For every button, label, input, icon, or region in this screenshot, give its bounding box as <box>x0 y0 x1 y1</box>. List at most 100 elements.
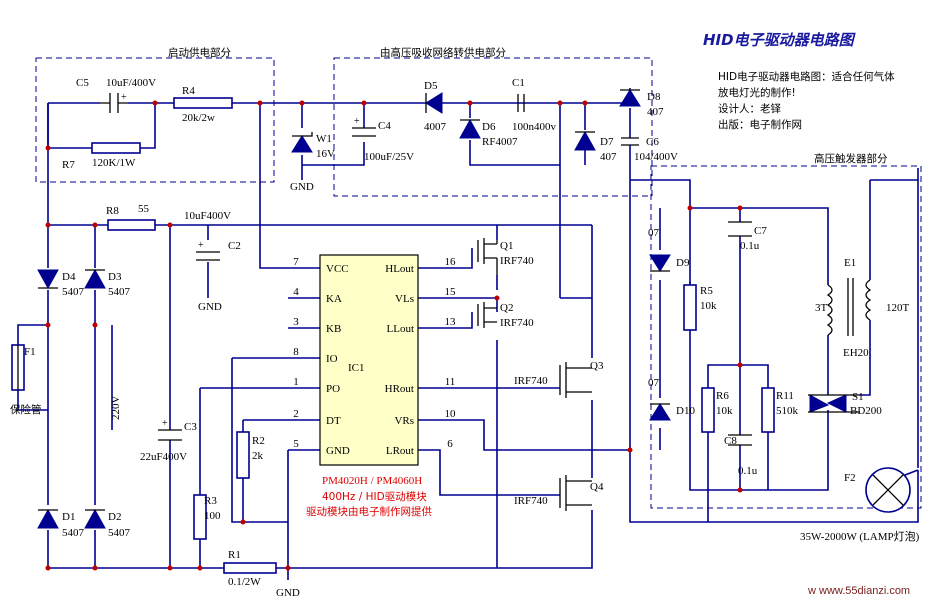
description-line-4: 出版：电子制作网 <box>718 118 802 131</box>
ic-pin-label: PO <box>326 383 340 395</box>
diode-d6 <box>459 118 481 139</box>
snubber-section-label: 由高压吸收网络转供电部分 <box>380 46 506 59</box>
capacitor-c2: + <box>196 240 220 261</box>
resistor-r3 <box>193 494 207 540</box>
c8-ref: C8 <box>724 435 737 447</box>
snubber-section-box <box>333 57 653 197</box>
diode-d10 <box>649 403 671 421</box>
junction-dots <box>45 100 743 571</box>
r1-value: 0.1/2W <box>228 576 261 588</box>
mosfet-q1 <box>477 238 498 275</box>
c2-value: 10uF400V <box>184 210 231 222</box>
ic-pin-number: 10 <box>445 408 457 420</box>
capacitor-c3: + <box>158 418 182 441</box>
c5-value: 10uF/400V <box>106 77 156 89</box>
d6-ref: D6 <box>482 121 496 133</box>
diode-d7 <box>574 130 596 151</box>
d3-value: 5407 <box>108 286 131 298</box>
lamp-label: 35W-2000W (LAMP灯泡) <box>800 529 920 543</box>
d2-value: 5407 <box>108 527 131 539</box>
ic-pin-label: HRout <box>385 383 414 395</box>
r6-value: 10k <box>716 405 733 417</box>
diagram-title: HID电子驱动器电路图 <box>703 31 857 49</box>
ic-pin-label: IO <box>326 353 338 365</box>
d1-ref: D1 <box>62 511 75 523</box>
d4-ref: D4 <box>62 271 76 283</box>
mosfet-q2 <box>477 302 497 328</box>
diode-d5 <box>425 92 443 114</box>
ic-pin-number: 7 <box>293 256 299 268</box>
d10-ref: D10 <box>676 405 695 417</box>
q4-value: IRF740 <box>514 495 548 507</box>
c5-ref: C5 <box>76 77 89 89</box>
ic-note-1: PM4020H / PM4060H <box>322 475 422 487</box>
d7-ref: D7 <box>600 136 614 148</box>
r4-ref: R4 <box>182 85 195 97</box>
mains-220v-label: 220V <box>110 396 122 421</box>
d9-prefix: 07 <box>648 227 660 239</box>
d8-ref: D8 <box>647 91 661 103</box>
capacitor-c5: + <box>100 92 128 113</box>
q4-ref: Q4 <box>590 481 604 493</box>
mosfet-q3 <box>559 362 592 398</box>
diode-d1 <box>37 508 59 529</box>
sidac-s1 <box>808 394 860 413</box>
wires <box>17 88 919 580</box>
r1-ref: R1 <box>228 549 241 561</box>
r11-value: 510k <box>776 405 799 417</box>
q2-ref: Q2 <box>500 302 513 314</box>
capacitor-c7 <box>728 221 752 237</box>
c6-ref: C6 <box>646 136 659 148</box>
ic-pin-label: VLs <box>395 293 414 305</box>
ic-pin-number: 1 <box>293 376 299 388</box>
ic-pin-label: LRout <box>386 445 414 457</box>
s1-value: BD200 <box>850 405 882 417</box>
r6-ref: R6 <box>716 390 729 402</box>
e1-secondary-turns: 120T <box>886 302 910 314</box>
c4-ref: C4 <box>378 120 391 132</box>
ic-pin-label: LLout <box>387 323 415 335</box>
c3-value: 22uF400V <box>140 451 187 463</box>
d1-value: 5407 <box>62 527 85 539</box>
r8-ref: R8 <box>106 205 119 217</box>
q1-ref: Q1 <box>500 240 513 252</box>
resistor-r2 <box>236 431 250 479</box>
trigger-section-box <box>650 165 922 509</box>
c4-value: 100uF/25V <box>364 151 414 163</box>
resistor-r1 <box>223 562 277 574</box>
resistor-r11 <box>761 387 775 433</box>
capacitor-c1 <box>517 94 525 112</box>
resistor-r4 <box>173 97 233 109</box>
f1-value: 保险管 <box>10 403 42 416</box>
c2-ref: C2 <box>228 240 241 252</box>
c6-value: 104/400V <box>634 151 678 163</box>
q1-value: IRF740 <box>500 255 534 267</box>
ic-pin-label: KB <box>326 323 341 335</box>
resistor-r7 <box>91 142 141 154</box>
mosfet-q4 <box>559 475 592 511</box>
ic1-body <box>319 254 419 466</box>
r5-ref: R5 <box>700 285 713 297</box>
ic1-name: IC1 <box>348 362 365 374</box>
r3-ref: R3 <box>204 495 217 507</box>
c8-value: 0.1u <box>738 465 758 477</box>
svg-text:+: + <box>121 92 127 103</box>
gnd-label-3: GND <box>276 587 300 599</box>
ic-pin-number: 5 <box>293 438 299 450</box>
ic-pin-number: 6 <box>447 438 453 450</box>
c7-ref: C7 <box>754 225 767 237</box>
c1-value: 100n400v <box>512 121 557 133</box>
c3-ref: C3 <box>184 421 197 433</box>
startup-section-label: 启动供电部分 <box>168 46 231 59</box>
w1-value: 16V <box>316 148 335 160</box>
startup-section-box <box>35 57 275 183</box>
q3-ref: Q3 <box>590 360 604 372</box>
d5-ref: D5 <box>424 80 438 92</box>
diode-d9 <box>649 254 671 272</box>
w1-ref: W1 <box>316 133 332 145</box>
capacitor-c8 <box>728 434 752 446</box>
ic-pin-label: KA <box>326 293 342 305</box>
resistor-r5 <box>683 284 697 331</box>
ic-pin-number: 4 <box>293 286 299 298</box>
